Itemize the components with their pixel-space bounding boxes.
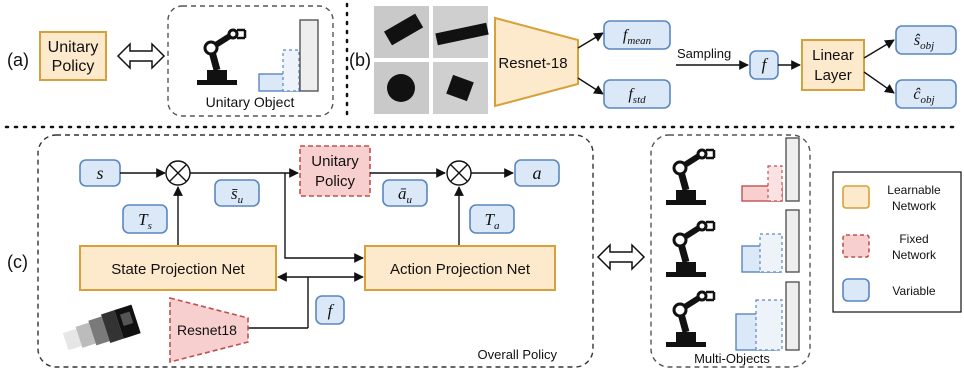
state-projection-label: State Projection Net xyxy=(111,261,245,278)
linear-layer-line1: Linear xyxy=(812,47,854,64)
resnet18-encoder-b xyxy=(494,16,579,108)
f-box-c xyxy=(315,295,345,325)
unitary-policy-c-line2: Policy xyxy=(315,173,356,190)
legend-learnable-swatch xyxy=(842,185,870,209)
double-arrow-icon-c xyxy=(596,243,646,271)
robot-arm-icon-2 xyxy=(666,222,714,277)
a-u-label: āu xyxy=(398,184,413,206)
wall-block xyxy=(299,19,319,92)
s-u-box xyxy=(214,179,260,207)
f-mean-box xyxy=(603,20,671,50)
panel-c-tag: (c) xyxy=(7,252,28,272)
overall-policy-caption: Overall Policy xyxy=(478,347,558,362)
f-std-box xyxy=(603,79,671,109)
multi-objects-caption: Multi-Objects xyxy=(694,351,770,366)
object-red-ghost xyxy=(767,165,783,202)
resnet18-label-b: Resnet-18 xyxy=(498,55,567,72)
T-s-label: Ts xyxy=(138,210,152,232)
object-block-ghost xyxy=(282,49,300,92)
panel-b-tag: (b) xyxy=(349,50,371,70)
robot-arm-icon-1 xyxy=(666,150,714,205)
legend-learnable-line1: Learnable xyxy=(887,183,941,197)
f-std-label: fstd xyxy=(628,86,646,106)
sampling-label: Sampling xyxy=(677,46,731,61)
s-obj-box xyxy=(895,25,957,55)
resnet18-label-c: Resnet18 xyxy=(177,322,237,338)
T-a-label: Ta xyxy=(485,210,500,232)
legend-variable-label: Variable xyxy=(892,284,935,298)
legend-fixed-line1: Fixed xyxy=(899,232,928,246)
T-s-box xyxy=(122,204,168,234)
a-box xyxy=(514,159,560,187)
c-obj-label: ĉobj xyxy=(913,86,934,106)
unitary-policy-a-line2: Policy xyxy=(52,58,95,75)
legend-fixed-swatch xyxy=(842,234,870,258)
object-image-grid xyxy=(374,6,489,114)
input-image-thumbnail xyxy=(62,304,141,351)
multi-objects-box xyxy=(650,134,811,368)
unitary-object-caption: Unitary Object xyxy=(206,94,295,110)
unitary-policy-box-c xyxy=(299,145,371,197)
linear-layer-line2: Layer xyxy=(814,67,852,84)
robot-arm-icon-3 xyxy=(666,292,714,347)
unitary-policy-c-line1: Unitary xyxy=(311,153,359,170)
s-label: s xyxy=(96,163,103,183)
unitary-object-box xyxy=(167,5,334,117)
f-label-c: f xyxy=(328,301,335,320)
wall-3 xyxy=(785,281,800,351)
a-u-box xyxy=(382,179,428,207)
object-blue-ghost xyxy=(759,233,783,273)
action-projection-net xyxy=(364,245,556,291)
s-obj-label: ŝobj xyxy=(914,32,934,52)
f-label-b: f xyxy=(762,55,769,74)
legend-fixed-line2: Network xyxy=(892,248,937,262)
state-projection-net xyxy=(79,245,277,291)
f-mean-label: fmean xyxy=(623,27,652,47)
resnet18-encoder-c xyxy=(169,296,249,364)
c-obj-box xyxy=(895,79,957,109)
object-large-ghost xyxy=(755,299,783,351)
robot-arm-icon xyxy=(197,30,245,85)
linear-layer-box xyxy=(801,39,865,91)
wall-1 xyxy=(785,137,800,202)
double-arrow-icon xyxy=(116,42,166,70)
wall-2 xyxy=(785,209,800,273)
legend-learnable-line2: Network xyxy=(892,199,937,213)
unitary-policy-box-a xyxy=(39,31,107,81)
unitary-policy-a-line1: Unitary xyxy=(48,39,99,56)
T-a-box xyxy=(469,204,515,234)
panel-a-tag: (a) xyxy=(7,50,29,70)
legend-variable-swatch xyxy=(842,278,870,302)
a-label: a xyxy=(533,163,542,183)
s-u-label: s̄u xyxy=(231,184,244,206)
action-projection-label: Action Projection Net xyxy=(390,261,531,278)
overall-policy-box xyxy=(37,134,594,368)
